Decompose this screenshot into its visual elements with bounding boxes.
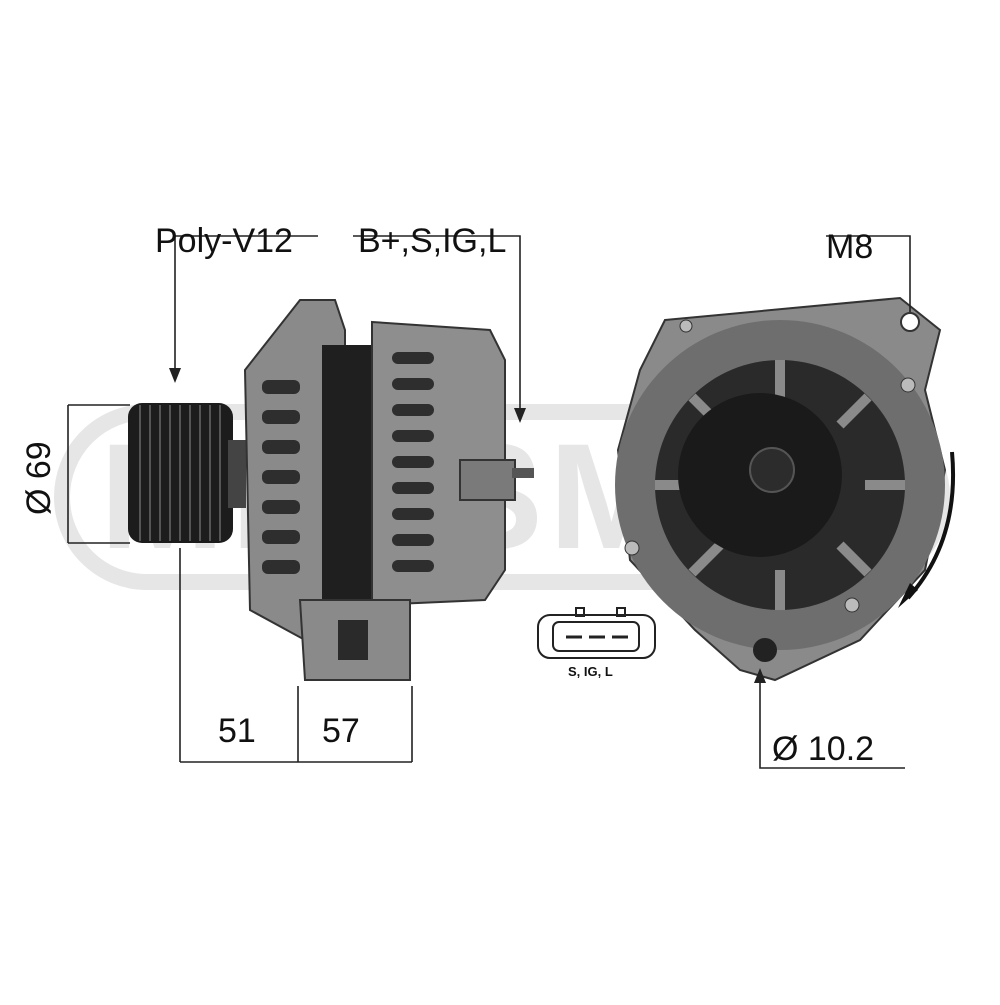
dim-b-label: 57 <box>322 712 360 750</box>
dimension-lines <box>67 235 911 769</box>
leader-arrowheads <box>169 368 766 683</box>
leader-hole <box>759 680 905 769</box>
front-housing-vents <box>262 380 300 574</box>
dim-a-label: 51 <box>218 712 256 750</box>
leader-terminals <box>353 235 521 410</box>
lower-mount-hole <box>753 638 777 662</box>
rotation-arrow <box>898 451 956 608</box>
connector-pins-label: S, IG, L <box>568 664 613 679</box>
alternator-front-view <box>615 296 947 682</box>
stator <box>322 345 380 605</box>
terminals-label: B+,S,IG,L <box>358 222 507 260</box>
connector-symbol <box>537 607 656 659</box>
terminal-post <box>459 459 516 501</box>
hole-diameter-label: Ø 10.2 <box>772 730 875 768</box>
pulley <box>128 403 246 543</box>
rear-housing-vents <box>392 352 434 572</box>
thread-label: M8 <box>826 228 874 266</box>
alternator-side-view <box>128 299 534 681</box>
leader-belt <box>174 235 318 370</box>
leader-thread <box>826 235 911 312</box>
belt-label: Poly-V12 <box>155 222 293 260</box>
pulley-diameter-label: Ø 69 <box>20 441 58 515</box>
m8-mount-hole <box>900 312 920 332</box>
